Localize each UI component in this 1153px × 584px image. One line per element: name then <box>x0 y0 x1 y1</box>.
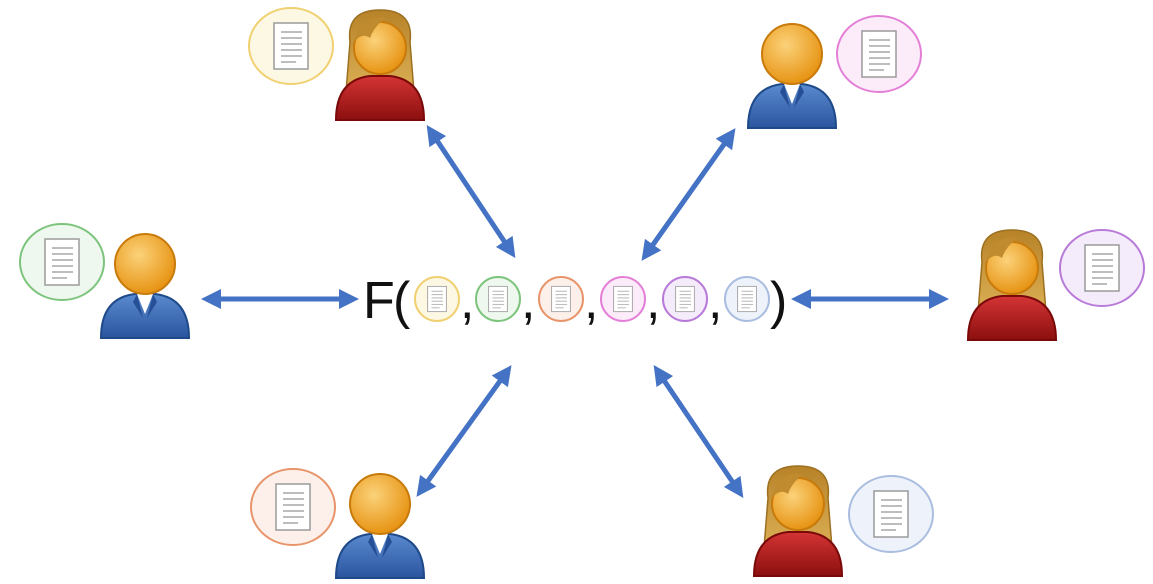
double-arrow-icon <box>416 365 512 497</box>
function-name: F <box>363 272 395 330</box>
double-arrow-icon <box>641 128 736 261</box>
document-icon <box>836 15 922 93</box>
document-icon <box>848 475 934 553</box>
party-top-left <box>248 7 425 121</box>
open-paren: ( <box>393 272 411 330</box>
formula-input-doc-yellow <box>414 276 460 322</box>
double-arrow-icon <box>653 365 744 498</box>
person-icon <box>335 473 425 579</box>
party-bottom-right <box>753 465 934 577</box>
person-icon <box>100 233 190 339</box>
person-icon <box>753 465 843 577</box>
person-icon <box>967 229 1057 341</box>
formula-input-doc-blue <box>724 276 770 322</box>
formula-input-doc-green <box>475 276 521 322</box>
separator: , <box>708 272 722 330</box>
formula-input-doc-pink <box>600 276 646 322</box>
person-icon <box>335 9 425 121</box>
person-icon <box>747 23 837 129</box>
formula: F ( , , , , , ) <box>363 272 787 330</box>
separator: , <box>460 272 474 330</box>
party-right <box>967 229 1145 341</box>
formula-input-doc-orange <box>538 276 584 322</box>
document-icon <box>19 223 105 301</box>
arrows <box>201 125 949 498</box>
separator: , <box>646 272 660 330</box>
document-icon <box>1059 229 1145 307</box>
double-arrow-icon <box>426 125 516 258</box>
document-icon <box>248 7 334 85</box>
separator: , <box>521 272 535 330</box>
party-top-right <box>747 15 922 129</box>
document-icon <box>250 468 336 546</box>
party-left <box>19 223 190 339</box>
formula-input-doc-purple <box>662 276 708 322</box>
party-bottom-left <box>250 468 425 579</box>
separator: , <box>584 272 598 330</box>
close-paren: ) <box>770 272 787 330</box>
